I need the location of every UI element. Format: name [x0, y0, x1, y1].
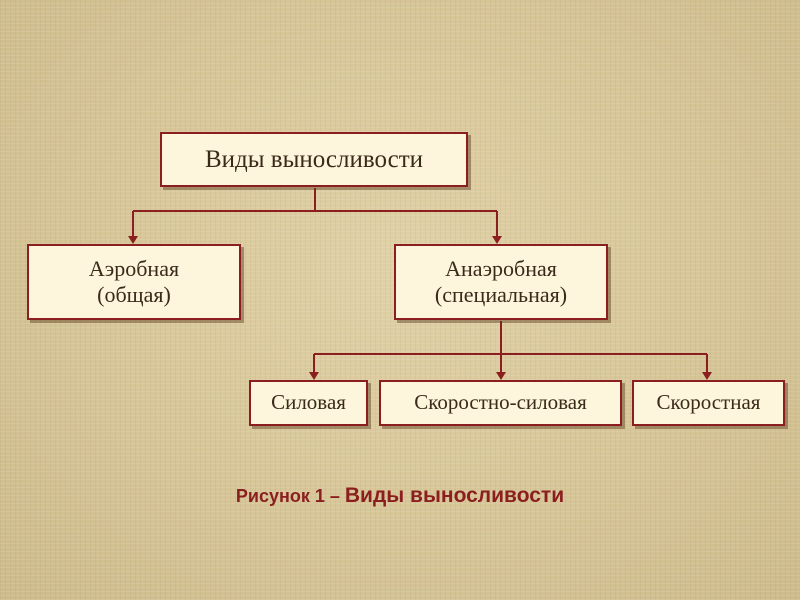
aerobic-node-label: Аэробная: [88, 255, 180, 281]
figure-caption-title: Виды выносливости: [344, 484, 565, 507]
root-node-label: Виды выносливости: [204, 145, 424, 173]
figure-caption-label: Рисунок 1 –: [235, 486, 345, 506]
aerobic-node: Аэробная (общая): [27, 244, 241, 320]
arrowhead-speed-strength: [496, 372, 506, 380]
speed-strength-node: Скоростно-силовая: [379, 380, 622, 426]
strength-node-label: Силовая: [271, 390, 346, 415]
speed-strength-node-label: Скоростно-силовая: [414, 390, 587, 415]
speed-node: Скоростная: [632, 380, 785, 426]
arrowhead-strength: [309, 372, 319, 380]
anaerobic-node: Анаэробная (специальная): [394, 244, 608, 320]
strength-node: Силовая: [249, 380, 368, 426]
arrowhead-aerobic: [128, 236, 138, 244]
anaerobic-node-sublabel: (специальная): [434, 282, 568, 307]
arrowhead-speed: [702, 372, 712, 380]
arrowhead-anaerobic: [492, 236, 502, 244]
aerobic-node-sublabel: (общая): [97, 282, 171, 307]
root-node: Виды выносливости: [160, 132, 468, 187]
figure-caption: Рисунок 1 – Виды выносливости: [0, 484, 800, 508]
anaerobic-node-label: Анаэробная: [445, 255, 557, 281]
speed-node-label: Скоростная: [656, 390, 761, 415]
